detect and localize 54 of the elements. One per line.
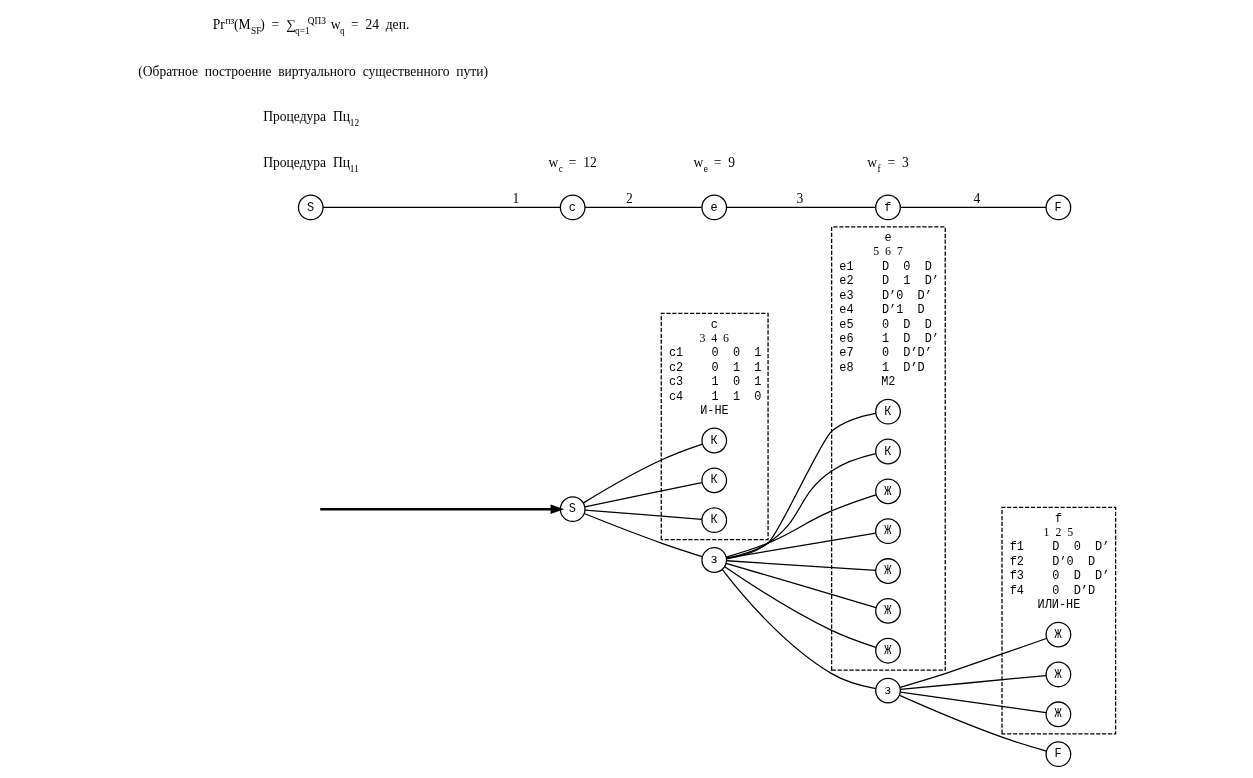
node-circle: К (701, 467, 728, 494)
connector (899, 637, 1047, 688)
edge-label: 2 (626, 190, 633, 206)
connector (899, 674, 1047, 691)
node-circle: F (1045, 194, 1072, 221)
node-circle: Ж (875, 597, 901, 624)
node-circle: Ж (875, 518, 901, 545)
label: (Обратное построение виртуального существенного пути) (138, 63, 489, 79)
node-circle: S (559, 496, 586, 523)
node-label: w$_{c}$ = 12 (548, 154, 597, 174)
arrow (320, 504, 565, 514)
connector (721, 568, 877, 690)
node-circle: F (1045, 741, 1072, 768)
node-circle: К (875, 398, 901, 425)
node-circle: Ж (1045, 661, 1072, 688)
edge-label: 3 (796, 190, 804, 206)
node-label: w$_{e}$ = 9 (693, 154, 735, 174)
node-circle: S (297, 194, 324, 221)
label: Процедура Пц$_{11}$ (263, 154, 359, 174)
node-circle: c (559, 194, 586, 221)
connector (899, 691, 1047, 714)
connector (899, 206, 1047, 209)
label: Pr$^{пз}$(M$_{SF}$) = ∑$_{q=1}$$^{QПЗ}$ w$_{q}$ = 24 деп. (212, 16, 410, 37)
node-circle: Ж (1045, 621, 1072, 648)
node-circle: Ж (875, 478, 901, 505)
node-circle: f (875, 194, 901, 221)
connector (584, 509, 703, 520)
label: Процедура Пц$_{12}$ (263, 108, 360, 128)
connector (725, 453, 877, 559)
node-circle: з (875, 677, 901, 704)
connector (322, 206, 561, 209)
node-circle: з (701, 547, 728, 573)
connector (725, 494, 877, 558)
connector (726, 532, 877, 559)
node-circle: К (875, 438, 901, 465)
edge-label: 4 (973, 190, 981, 206)
connector (725, 412, 877, 560)
node-circle: К (701, 427, 728, 454)
connector (583, 512, 703, 558)
connector (725, 562, 877, 609)
connector (899, 694, 1047, 752)
edge-label: 1 (512, 190, 520, 206)
node-circle: Ж (1045, 701, 1072, 728)
connector (584, 206, 703, 209)
connector (726, 560, 877, 571)
node-circle: Ж (875, 558, 901, 584)
connector (584, 482, 703, 508)
connector (726, 206, 877, 209)
node-circle: К (701, 507, 728, 534)
connector (582, 443, 704, 504)
connector (724, 566, 877, 648)
node-label: w$_{f}$ = 3 (867, 154, 909, 174)
node-circle: e (701, 194, 728, 221)
node-circle: Ж (875, 637, 901, 664)
